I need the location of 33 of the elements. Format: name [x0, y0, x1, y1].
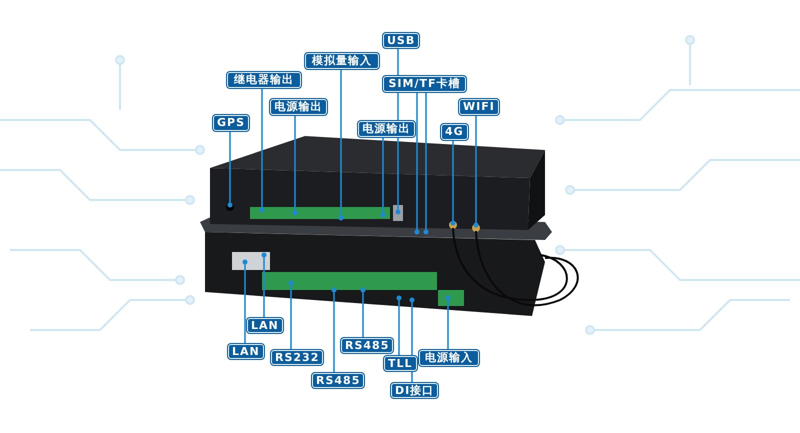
callout-label: 电源输入 [419, 350, 479, 366]
leader-line [260, 88, 264, 212]
callout-label: LAN [228, 344, 264, 359]
leader-line [474, 115, 478, 228]
leader-line [288, 280, 294, 350]
leader-line [262, 252, 266, 318]
leader-line [424, 92, 428, 234]
leader-line [396, 296, 402, 356]
callout-label: GPS [213, 115, 250, 131]
leader-line [380, 137, 386, 218]
callout-label: SIM/TF卡槽 [383, 76, 466, 92]
leader-line [242, 260, 248, 344]
callout-label: RS232 [271, 350, 324, 365]
leader-line [228, 131, 232, 208]
leader-line [450, 140, 456, 226]
callout-label: RS485 [341, 338, 394, 353]
callout-label: 模拟量输入 [305, 53, 379, 69]
callout-label: 电源输出 [358, 121, 415, 137]
leader-line [414, 92, 420, 234]
leader-line [446, 296, 450, 350]
leader-line [338, 69, 344, 220]
callout-label: RS485 [312, 373, 364, 388]
leader-line [360, 288, 366, 338]
callout-label: 继电器输出 [227, 72, 301, 88]
callout-label: 电源输出 [270, 99, 327, 115]
callout-label: WIFI [459, 99, 499, 115]
callout-label: DI接口 [391, 383, 438, 398]
leader-line [292, 115, 298, 216]
callout-label: LAN [247, 318, 283, 333]
callout-label: 4G [441, 124, 468, 140]
callout-label: TLL [384, 356, 417, 371]
callout-label: USB [383, 33, 420, 48]
leader-line [332, 288, 336, 373]
